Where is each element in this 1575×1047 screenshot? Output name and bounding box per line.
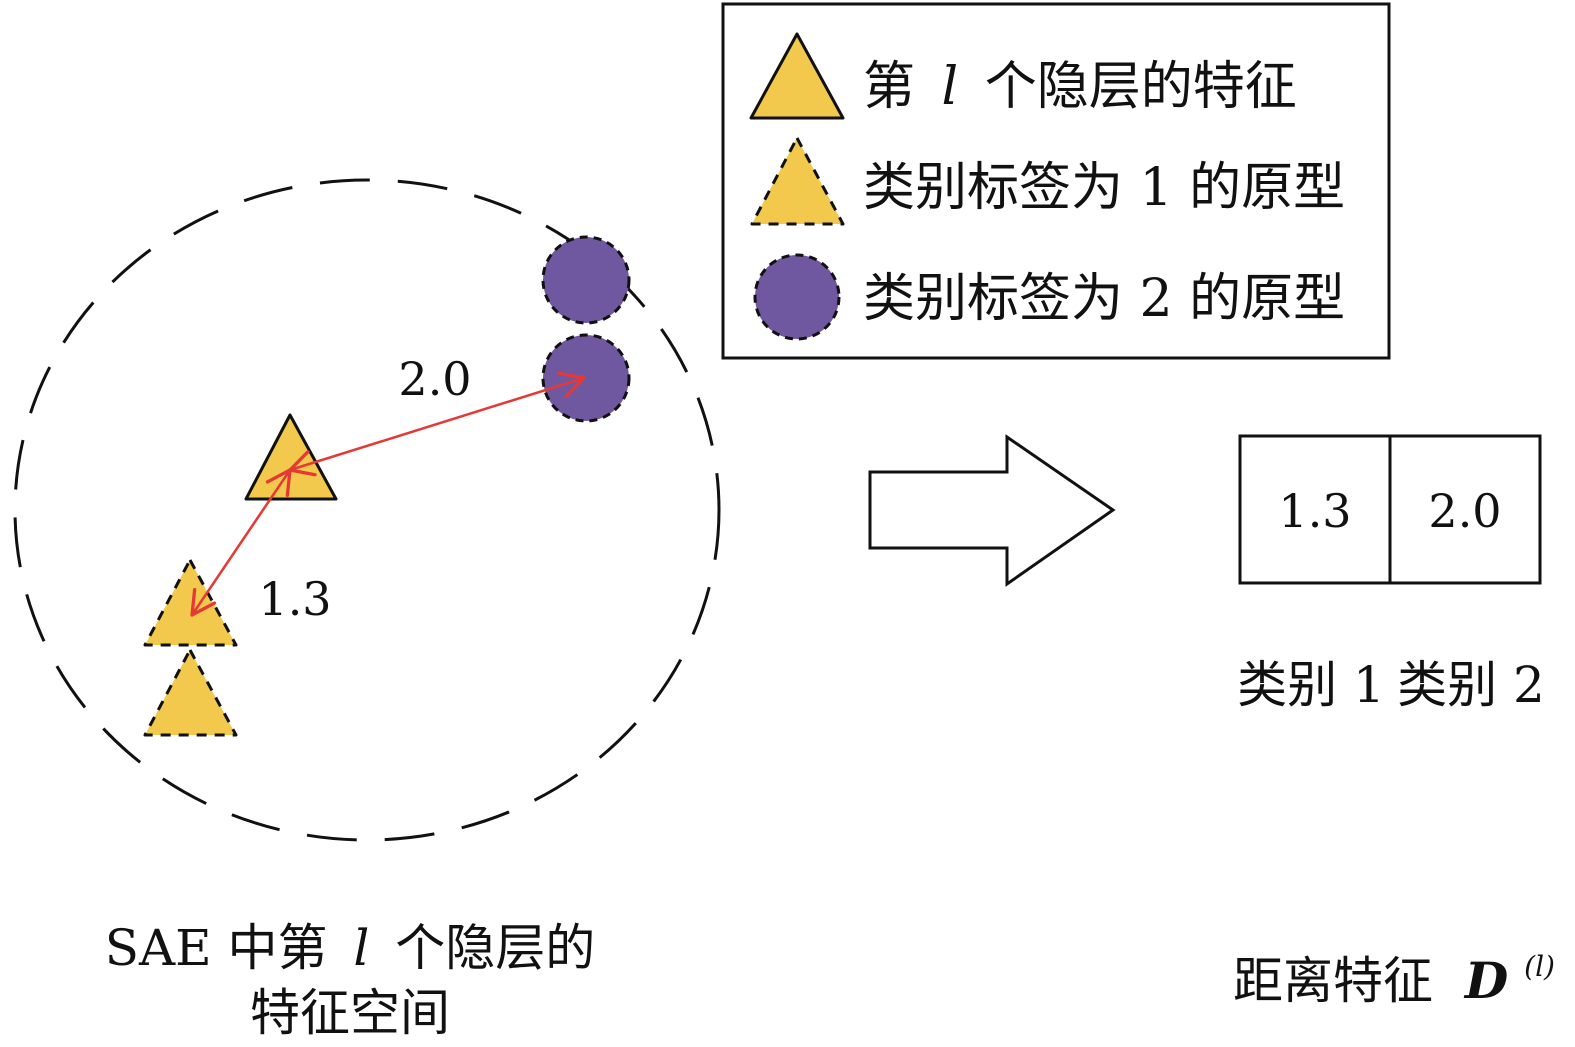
feature-space-panel: 2.0 1.3 SAE 中第 l 个隐层的 特征空间	[13, 178, 721, 1042]
feature-space-boundary	[13, 178, 721, 842]
distance-arrow-class1	[190, 468, 292, 617]
legend-item-hidden-layer-feature: 第 l 个隐层的特征	[863, 57, 1297, 117]
class2-prototype-circle-bottom	[541, 333, 631, 423]
distance-feature-cell-class2	[1388, 434, 1542, 585]
legend-item-hidden-layer-suffix: 个隐层的特征	[985, 57, 1297, 117]
feature-space-caption-line1: SAE 中第 l 个隐层的	[105, 919, 596, 977]
distance-feature-class1-label: 类别 1	[1237, 656, 1385, 714]
legend-box: 第 l 个隐层的特征 类别标签为 1 的原型 类别标签为 2 的原型	[721, 2, 1391, 360]
legend-feature-triangle	[749, 32, 845, 120]
distance-label-class2: 2.0	[398, 352, 471, 406]
class2-prototype-circle-top	[541, 235, 631, 325]
distance-feature-value-class1: 1.3	[1278, 484, 1351, 538]
distance-feature-class2-label: 类别 2	[1397, 656, 1545, 714]
class1-prototype-triangle-bottom	[143, 648, 238, 737]
legend-item-class1-prototype: 类别标签为 1 的原型	[863, 158, 1345, 218]
feature-space-caption-line2: 特征空间	[250, 984, 450, 1042]
feature-triangle	[244, 413, 338, 501]
feature-space-caption-prefix: SAE 中第	[105, 919, 328, 977]
legend-item-hidden-layer-prefix: 第	[863, 57, 915, 117]
distance-feature-value-class2: 2.0	[1428, 484, 1501, 538]
transform-arrow	[868, 434, 1116, 587]
distance-feature-symbol: D	[1463, 951, 1508, 1010]
distance-arrow-class2	[288, 371, 586, 477]
legend-class1-prototype-triangle	[750, 136, 845, 226]
legend-item-hidden-layer-variable: l	[942, 57, 959, 117]
legend-item-class2-prototype: 类别标签为 2 的原型	[863, 269, 1345, 329]
legend-class2-prototype-circle	[753, 253, 841, 341]
feature-space-caption-variable: l	[353, 919, 369, 977]
distance-feature-caption: 距离特征 D (l)	[1233, 950, 1555, 1010]
distance-feature-superscript: (l)	[1524, 950, 1555, 983]
class1-prototype-triangle-top	[143, 558, 238, 647]
feature-space-caption-suffix: 个隐层的	[395, 919, 595, 977]
distance-feature-caption-prefix: 距离特征	[1233, 952, 1433, 1010]
distance-label-class1: 1.3	[258, 572, 331, 626]
distance-feature-panel: 1.3 2.0 类别 1 类别 2 距离特征 D (l)	[1233, 434, 1555, 1010]
